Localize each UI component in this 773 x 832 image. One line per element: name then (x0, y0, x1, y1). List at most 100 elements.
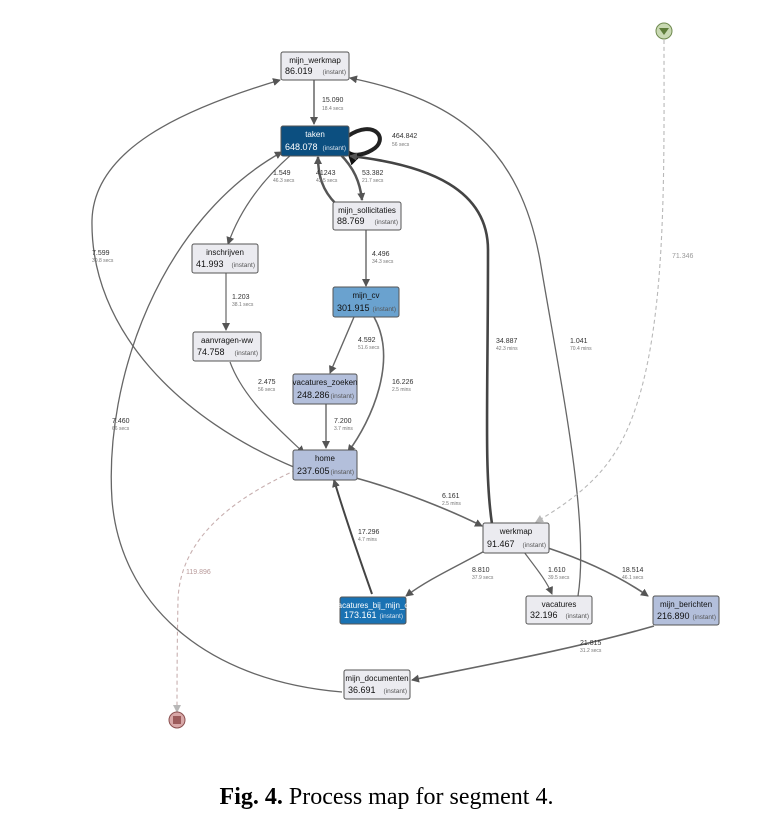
svg-text:31.2 secs: 31.2 secs (580, 648, 602, 654)
svg-text:70.4 mins: 70.4 mins (570, 346, 592, 352)
node-value: 248.286 (297, 390, 330, 400)
node-time: (instant) (331, 393, 354, 400)
svg-text:53.382: 53.382 (362, 170, 384, 177)
node-time: (instant) (380, 613, 403, 620)
node-value: 32.196 (530, 610, 558, 620)
edge-label-e16: 71.346 (672, 253, 694, 260)
node-name: taken (305, 130, 325, 139)
node-name: mijn_documenten (345, 674, 408, 683)
node-time: (instant) (232, 262, 255, 269)
svg-text:42.3 mins: 42.3 mins (496, 346, 518, 352)
node-value: 86.019 (285, 66, 313, 76)
svg-text:15.090: 15.090 (322, 97, 344, 104)
svg-text:2.5 mins: 2.5 mins (392, 387, 411, 393)
node-time: (instant) (693, 614, 716, 621)
svg-text:1.549: 1.549 (273, 170, 291, 177)
svg-text:3.7 mins: 3.7 mins (334, 426, 353, 432)
node-value: 301.915 (337, 303, 370, 313)
edge-taken-to-mijn-sollicitaties (339, 153, 366, 201)
edge-werkmap-to-vacatures-bij-mijn-cv (405, 547, 491, 597)
svg-text:16.226: 16.226 (392, 379, 414, 386)
edge-taken-to-inschrijven (226, 153, 293, 245)
edge-aanvragen-ww-to-home (229, 361, 305, 454)
svg-text:43.5 secs: 43.5 secs (316, 178, 338, 184)
svg-text:66 secs: 66 secs (112, 426, 130, 432)
start-triangle-icon (659, 28, 669, 35)
node-value: 41.993 (196, 259, 224, 269)
svg-text:46.1 secs: 46.1 secs (622, 575, 644, 581)
svg-text:4.592: 4.592 (358, 337, 376, 344)
node-value: 237.605 (297, 466, 330, 476)
node-value: 216.890 (657, 611, 690, 621)
svg-text:34.887: 34.887 (496, 338, 518, 345)
node-name: home (315, 454, 336, 463)
svg-text:41243: 41243 (316, 170, 336, 177)
svg-text:18.4 secs: 18.4 secs (322, 106, 344, 112)
edge-label-e1: 15.090 18.4 secs (322, 97, 344, 112)
node-time: (instant) (235, 350, 258, 357)
end-node (168, 711, 186, 729)
svg-text:71.346: 71.346 (672, 253, 694, 260)
node-name: inschrijven (206, 248, 244, 257)
node-inschrijven: inschrijven 41.993 (instant) (191, 243, 259, 274)
svg-text:51.6 secs: 51.6 secs (358, 345, 380, 351)
edge-vacatures-bij-mijn-cv-to-home (332, 479, 373, 595)
node-time: (instant) (384, 688, 407, 695)
svg-text:56 secs: 56 secs (258, 387, 276, 393)
svg-text:4.7 mins: 4.7 mins (358, 537, 377, 543)
node-value: 648.078 (285, 142, 318, 152)
edge-werkmap-to-mijn-berichten (547, 547, 649, 597)
svg-text:2.475: 2.475 (258, 379, 276, 386)
svg-text:464.842: 464.842 (392, 133, 417, 140)
node-time: (instant) (375, 219, 398, 226)
svg-text:119.896: 119.896 (186, 569, 211, 576)
svg-text:18.514: 18.514 (622, 567, 644, 574)
start-node (655, 22, 673, 40)
svg-text:7.200: 7.200 (334, 418, 352, 425)
svg-text:21.815: 21.815 (580, 640, 602, 647)
figure-caption: Fig. 4. Process map for segment 4. (0, 784, 773, 811)
edge-mijn-sollicitaties-to-taken (314, 156, 337, 205)
node-value: 91.467 (487, 539, 515, 549)
edge-mijn-cv-to-vacatures-zoeken (329, 316, 355, 374)
svg-text:7.599: 7.599 (92, 250, 110, 257)
edge-home-to-mijn-werkmap (91, 78, 297, 469)
node-name: mijn_cv (352, 291, 379, 300)
edge-home-to-werkmap (355, 477, 483, 527)
edge-werkmap-to-vacatures (523, 551, 553, 595)
svg-text:30.8 secs: 30.8 secs (92, 258, 114, 264)
node-time: (instant) (566, 613, 589, 620)
edge-home-to-end (173, 469, 297, 713)
svg-text:1.203: 1.203 (232, 294, 250, 301)
edge-vacatures-to-mijn-werkmap (349, 75, 582, 597)
svg-text:7.460: 7.460 (112, 418, 130, 425)
svg-text:21.7 secs: 21.7 secs (362, 178, 384, 184)
node-value: 173.161 (344, 610, 377, 620)
node-time: (instant) (323, 69, 346, 76)
